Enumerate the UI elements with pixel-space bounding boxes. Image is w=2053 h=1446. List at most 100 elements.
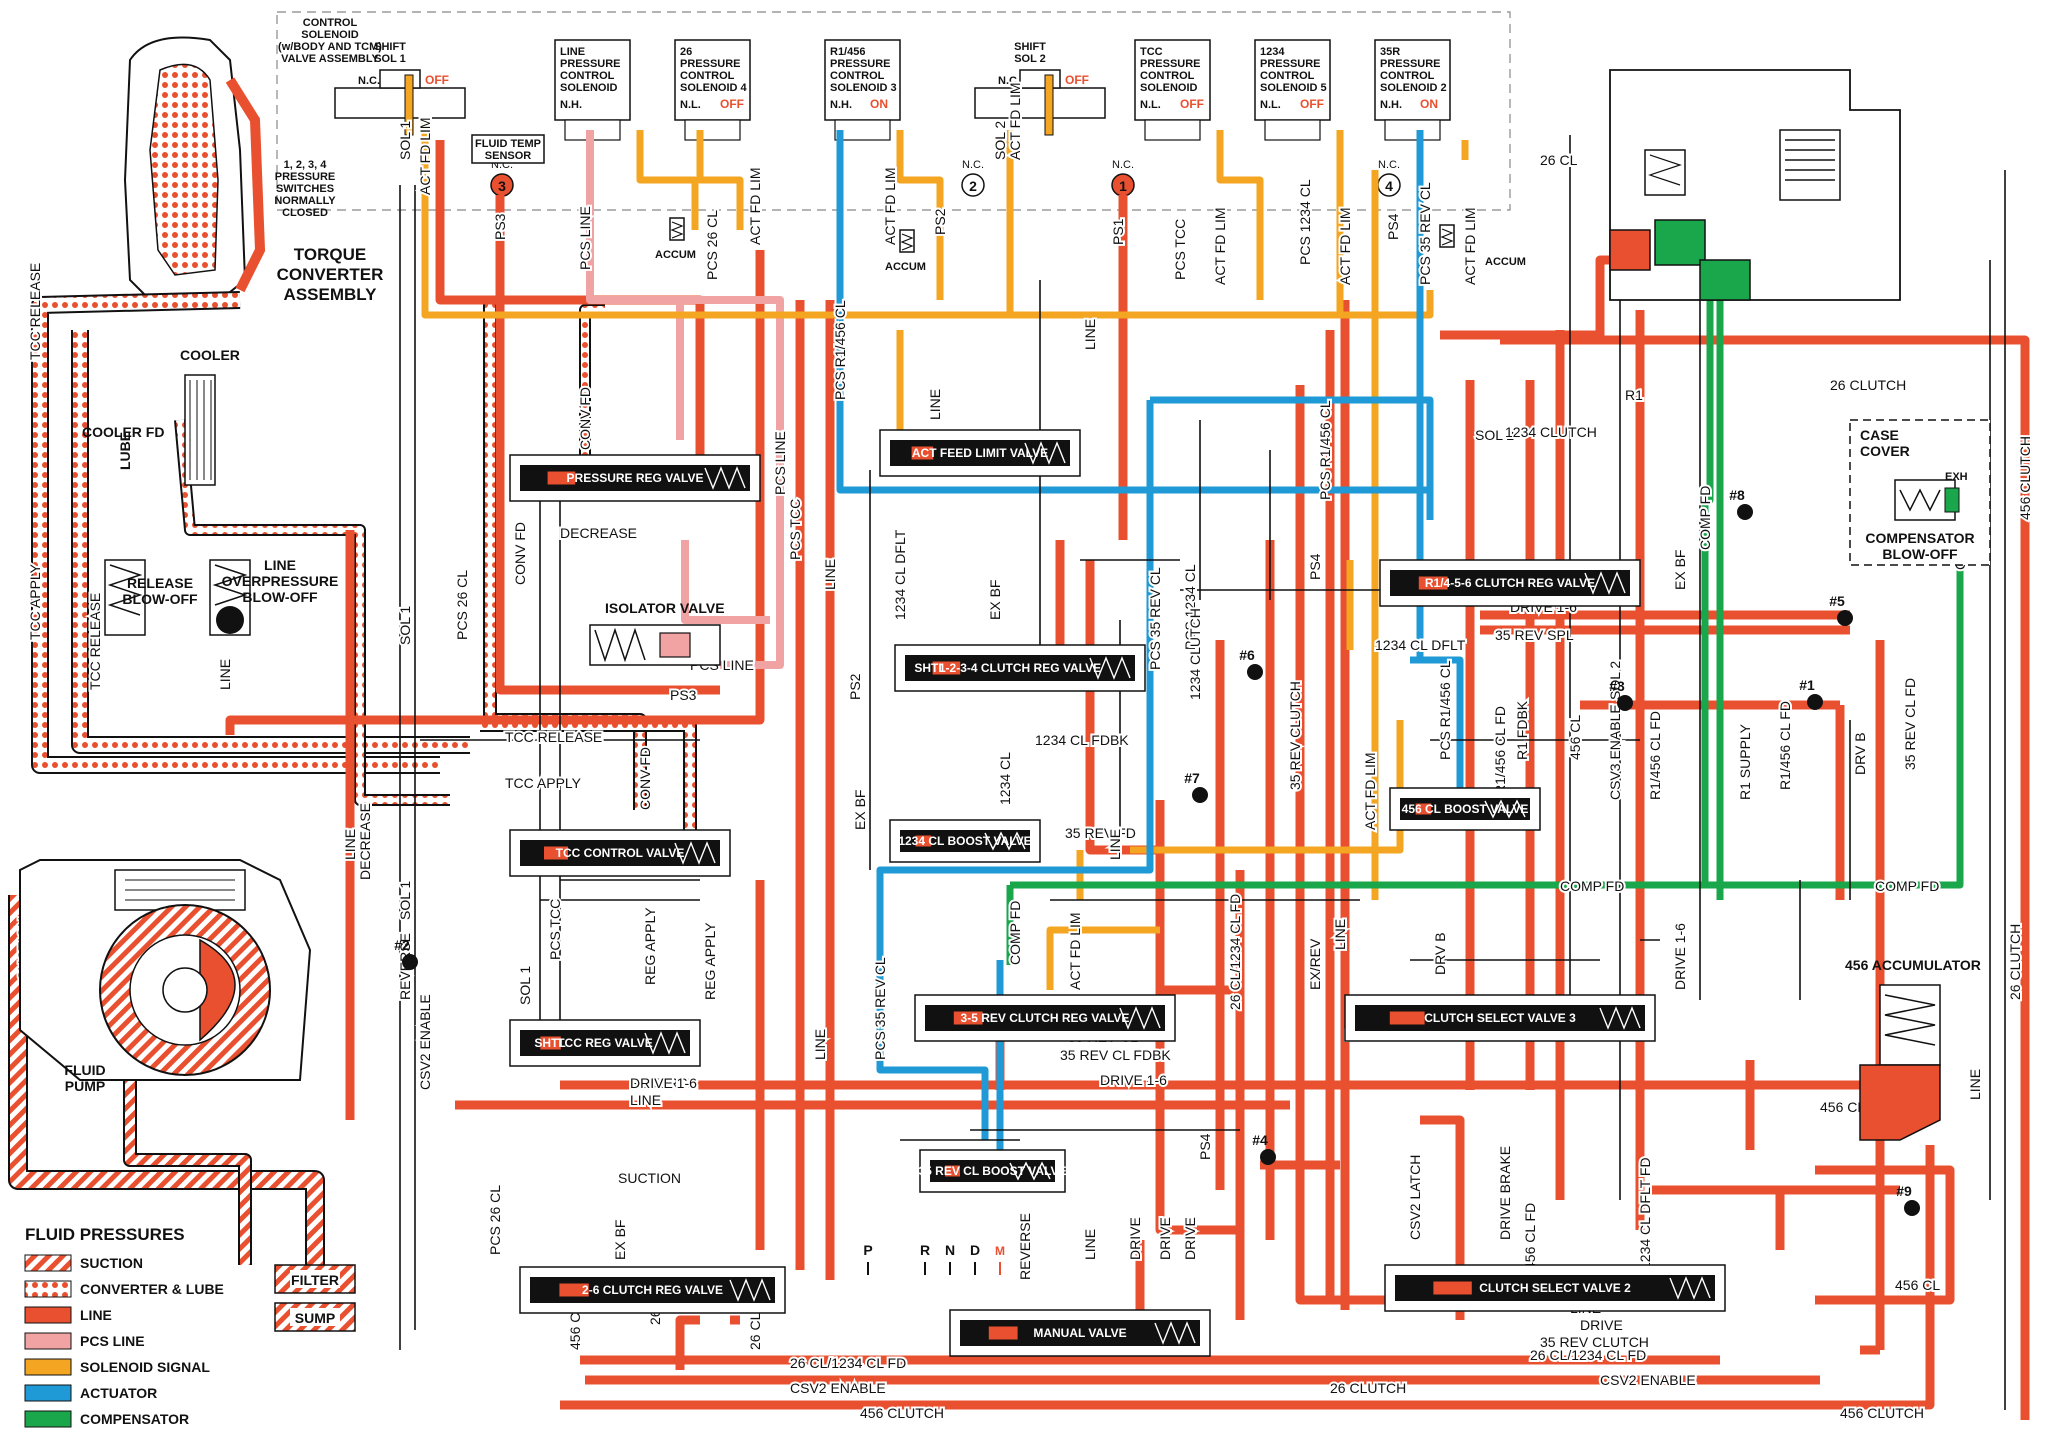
clutch-pack — [1609, 69, 1901, 301]
svg-text:PRESSURE: PRESSURE — [680, 58, 741, 70]
passage-label-130: LINE — [812, 1029, 828, 1060]
svg-text:CONTROL: CONTROL — [303, 17, 358, 29]
svg-text:N.C.: N.C. — [358, 75, 380, 87]
passage-label-52: ACT FD LIM — [417, 117, 433, 195]
passage-label-126: LINE — [822, 559, 838, 590]
svg-text:COMPENSATOR: COMPENSATOR — [1865, 530, 1974, 546]
svg-text:CONTROL: CONTROL — [1380, 70, 1435, 82]
accumulator-48: ACCUM — [655, 217, 696, 261]
svg-text:BLOW-OFF: BLOW-OFF — [242, 589, 318, 605]
pcs-line-passages — [586, 130, 784, 669]
passage-label-59: ACT FD LIM — [1362, 752, 1378, 830]
svg-text:R1/4-5-6 CLUTCH REG VALVE: R1/4-5-6 CLUTCH REG VALVE — [1425, 576, 1595, 590]
passage-label-119: REG APPLY — [702, 922, 718, 1000]
passage-label-66: 1234 CL FDBK — [1035, 732, 1129, 748]
legend-title: FLUID PRESSURES — [25, 1225, 185, 1244]
svg-text:#9: #9 — [1896, 1183, 1912, 1199]
svg-text:BLOW-OFF: BLOW-OFF — [1882, 546, 1958, 562]
svg-text:SOLENOID SIGNAL: SOLENOID SIGNAL — [80, 1359, 210, 1375]
svg-text:LUBE: LUBE — [117, 432, 133, 470]
passage-label-48: PCS 35 REV CL — [872, 957, 888, 1060]
passage-label-25: SOL 2 — [1475, 427, 1514, 443]
svg-text:CONTROL: CONTROL — [1260, 70, 1315, 82]
r1456-clutch-reg-valve: R1/4-5-6 CLUTCH REG VALVE — [1379, 559, 1641, 607]
passage-label-132: DRIVE — [1157, 1217, 1173, 1260]
converter-passages — [31, 291, 697, 830]
accumulator-456: 456 ACCUMULATOR — [1845, 957, 1981, 1141]
shtl-tcc-label: SHTL — [534, 1036, 565, 1050]
passage-label-73: 35 REV CLUTCH — [1540, 1334, 1649, 1350]
passage-label-57: ACT FD LIM — [1337, 207, 1353, 285]
checkball-7: #7 — [1184, 770, 1208, 803]
passage-label-103: DRV B — [1432, 932, 1448, 975]
svg-text:PRESSURE REG VALVE: PRESSURE REG VALVE — [567, 471, 704, 485]
svg-text:SOLENOID 4: SOLENOID 4 — [680, 82, 748, 94]
svg-text:OVERPRESSURE: OVERPRESSURE — [222, 573, 339, 589]
svg-text:CONTROL: CONTROL — [680, 70, 735, 82]
passage-label-67: 1234 CL — [997, 752, 1013, 805]
line-overpressure-blowoff: LINE OVERPRESSURE BLOW-OFF — [209, 557, 339, 636]
svg-text:LINE: LINE — [80, 1307, 112, 1323]
passage-label-74: 35 REV CLUTCH — [1287, 681, 1303, 790]
svg-text:PCS LINE: PCS LINE — [80, 1333, 145, 1349]
svg-text:PRESSURE: PRESSURE — [275, 171, 336, 183]
passage-label-13: REVERSE — [630, 1075, 697, 1091]
passage-label-82: 26 CL — [1540, 152, 1578, 168]
rev-35-clutch-reg-valve: 3-5 REV CLUTCH REG VALVE — [914, 994, 1176, 1042]
svg-text:26: 26 — [680, 46, 692, 58]
passage-label-113: EX BF — [987, 580, 1003, 620]
svg-text:SOLENOID: SOLENOID — [1140, 82, 1198, 94]
passage-label-17: DRIVE 1-6 — [1100, 1072, 1167, 1088]
svg-text:CASE: CASE — [1860, 427, 1899, 443]
svg-text:#1: #1 — [1799, 677, 1815, 693]
prndm-d: D — [970, 1242, 980, 1258]
svg-text:SOL 1: SOL 1 — [374, 53, 406, 65]
pressure-switch-2: 2 N.C. — [961, 159, 985, 197]
act-feed-limit-valve: ACT FEED LIMIT VALVE — [879, 429, 1081, 477]
passage-label-116: EX/REV — [1307, 938, 1323, 990]
checkball-5: #5 — [1829, 593, 1853, 626]
passage-label-45: PCS 1234 CL — [1182, 564, 1198, 650]
svg-text:SHTL: SHTL — [534, 1036, 565, 1050]
passage-label-23: SOL 1 — [517, 966, 533, 1005]
passage-label-109: 26 CL/1234 CL FD — [1227, 894, 1243, 1010]
svg-text:CLOSED: CLOSED — [282, 207, 328, 219]
passage-label-133: DRIVE — [1182, 1217, 1198, 1260]
svg-text:4: 4 — [1385, 178, 1393, 194]
svg-text:CLUTCH SELECT VALVE 2: CLUTCH SELECT VALVE 2 — [1479, 1281, 1631, 1295]
clutch-26-reg-valve: 2-6 CLUTCH REG VALVE — [519, 1266, 786, 1314]
passage-label-108: 26 CL/1234 CL FD — [1530, 1347, 1646, 1363]
svg-text:CLUTCH SELECT VALVE 3: CLUTCH SELECT VALVE 3 — [1424, 1011, 1576, 1025]
svg-text:N.C.: N.C. — [1112, 159, 1134, 171]
passage-label-21: SOL 1 — [397, 606, 413, 645]
legend-item-act: ACTUATOR — [24, 1384, 157, 1402]
svg-text:SOLENOID: SOLENOID — [301, 29, 359, 41]
passage-label-34: PS4 — [1197, 1133, 1213, 1160]
passage-label-99: R1/456 CL FD — [1647, 711, 1663, 800]
passage-label-46: PCS 35 REV CL — [1417, 182, 1433, 285]
passage-label-100: R1/456 CL FD — [1777, 701, 1793, 790]
passage-label-84: 26 CL — [747, 1312, 763, 1350]
passage-label-85: 26 CLUTCH — [1830, 377, 1906, 393]
svg-text:ON: ON — [1420, 97, 1438, 111]
svg-text:ON: ON — [870, 97, 888, 111]
passage-label-115: EX BF — [612, 1220, 628, 1260]
checkball-4: #4 — [1252, 1132, 1276, 1165]
shtl-1234-label: SHTL — [914, 661, 945, 675]
svg-text:1234: 1234 — [1260, 46, 1285, 58]
sump: SUMP — [274, 1302, 356, 1332]
svg-text:456 CL BOOST VALVE: 456 CL BOOST VALVE — [1402, 802, 1529, 816]
passage-label-110: CSV2 ENABLE — [790, 1380, 886, 1396]
svg-text:SOL 2: SOL 2 — [1014, 53, 1046, 65]
passage-label-127: LINE — [1967, 1069, 1983, 1100]
passage-label-93: 456 CLUTCH — [1840, 1405, 1924, 1421]
passage-label-31: PS1 — [1110, 218, 1126, 245]
svg-text:#7: #7 — [1184, 770, 1200, 786]
passage-label-29: PS2 — [932, 208, 948, 235]
passage-label-38: PCS 26 CL — [704, 210, 720, 280]
svg-text:N.C.: N.C. — [998, 75, 1020, 87]
passage-label-32: PS4 — [1385, 213, 1401, 240]
passage-label-121: 456 CL FD — [1522, 1203, 1538, 1270]
